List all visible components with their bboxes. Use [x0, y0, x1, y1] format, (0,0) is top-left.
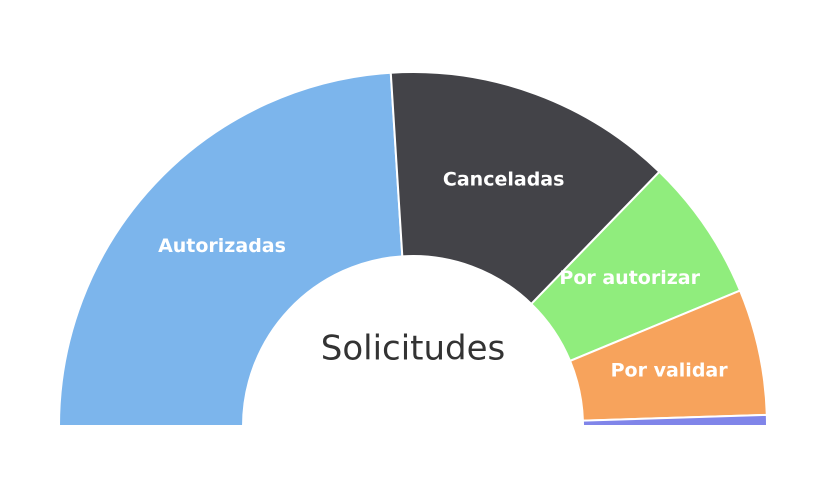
slice-unlabeled-4[interactable]	[581, 413, 769, 427]
slices-group	[57, 71, 769, 427]
chart-title: Solicitudes	[321, 329, 506, 369]
slice-label: Canceladas	[443, 169, 565, 191]
slice-label: Por autorizar	[559, 267, 700, 289]
slice-autorizadas[interactable]	[57, 71, 404, 427]
slice-label: Por validar	[611, 359, 729, 381]
slice-label: Autorizadas	[158, 235, 286, 257]
slice-canceladas[interactable]	[389, 71, 661, 306]
